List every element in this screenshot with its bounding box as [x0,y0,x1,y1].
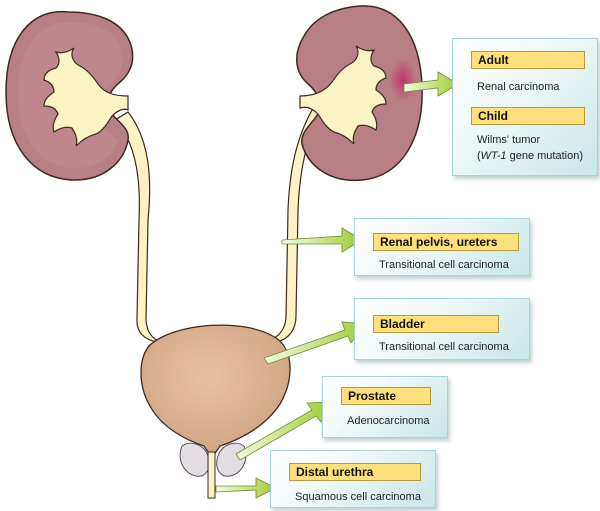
text-child: Wilms' tumor [477,134,541,146]
text-child-note: (WT-1 gene mutation) [477,150,583,162]
text-prostate: Adenocarcinoma [347,415,430,427]
left-kidney [5,10,134,181]
bladder [140,324,291,456]
callout-prostate: Prostate Adenocarcinoma [322,376,448,438]
prostate-right-lobe [216,442,247,477]
arrow-urethra [215,477,277,499]
prostate-left-lobe [179,442,210,477]
left-renal-pelvis [43,47,129,147]
tumor-spot [389,58,417,102]
callout-urethra: Distal urethra Squamous cell carcinoma [270,450,436,508]
label-urethra: Distal urethra [289,463,421,481]
text-renal-pelvis: Transitional cell carcinoma [379,259,509,271]
urethra [207,451,216,499]
callout-bladder: Bladder Transitional cell carcinoma [354,298,530,360]
right-renal-pelvis [299,45,387,145]
label-prostate: Prostate [341,387,431,405]
arrow-kidney [403,71,459,97]
arrow-renal-pelvis [281,227,363,253]
text-adult: Renal carcinoma [477,81,560,93]
text-bladder: Transitional cell carcinoma [379,341,509,353]
label-child: Child [471,107,585,125]
label-renal-pelvis: Renal pelvis, ureters [373,233,519,251]
text-urethra: Squamous cell carcinoma [295,491,421,503]
callout-kidney: Adult Renal carcinoma Child Wilms' tumor… [452,38,598,176]
right-kidney [296,5,423,182]
callout-renal-pelvis: Renal pelvis, ureters Transitional cell … [354,218,530,276]
label-adult: Adult [471,51,585,69]
label-bladder: Bladder [373,315,499,333]
